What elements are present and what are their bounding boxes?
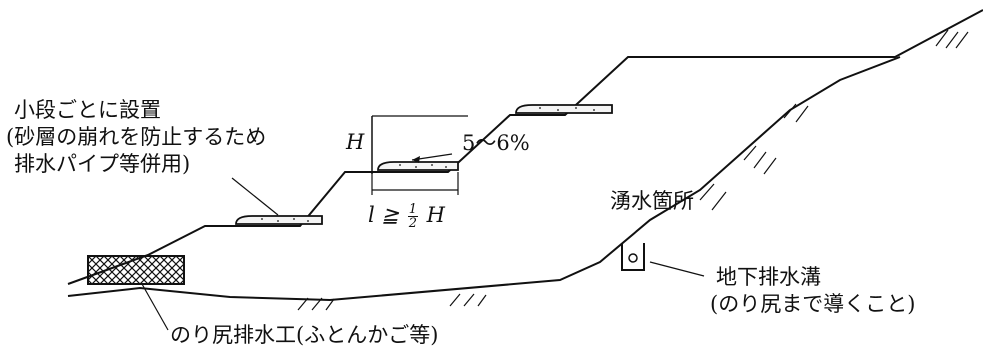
terrace-drain-3 bbox=[515, 104, 613, 114]
toe-drain-label: のり尻排水工(ふとんかご等) bbox=[170, 323, 439, 347]
terrace-note-line2: (砂層の崩れを防止するため bbox=[6, 125, 267, 149]
fraction-denominator: 2 bbox=[408, 216, 417, 231]
terrace-note-line1: 小段ごとに設置 bbox=[14, 98, 161, 122]
slope-arrowhead bbox=[412, 156, 420, 163]
height-symbol: H bbox=[346, 130, 365, 154]
spring-water-label: 湧水箇所 bbox=[610, 189, 694, 213]
underdrain-label-line2: (のり尻まで導くこと) bbox=[710, 292, 916, 316]
fraction-numerator: 1 bbox=[407, 202, 418, 217]
terrace-drain-2 bbox=[377, 161, 459, 171]
toe-leader-line bbox=[141, 283, 169, 331]
terrace-width-formula: l ≧ 1 2 H bbox=[368, 202, 445, 230]
slope-percent-label: 5～6% bbox=[462, 131, 530, 155]
width-formula-suffix: H bbox=[426, 203, 445, 227]
underdrain-leader-line bbox=[649, 261, 705, 277]
underdrain-label-line1: 地下排水溝 bbox=[716, 265, 821, 289]
width-formula-prefix: l ≧ bbox=[368, 203, 399, 227]
terrace-note-line3: 排水パイプ等併用) bbox=[14, 152, 191, 176]
drain-dots bbox=[261, 107, 595, 222]
ground-hatching bbox=[297, 29, 969, 311]
terrace-drain-1 bbox=[235, 215, 323, 225]
width-formula-fraction: 1 2 bbox=[407, 202, 418, 231]
underdrain-pipe-hole bbox=[628, 253, 638, 263]
slope-surface-line bbox=[67, 9, 983, 285]
terrace-leader-line bbox=[231, 177, 279, 216]
underdrain-pipe bbox=[621, 243, 645, 271]
ground-line bbox=[67, 56, 901, 302]
toe-gabion bbox=[87, 255, 185, 285]
